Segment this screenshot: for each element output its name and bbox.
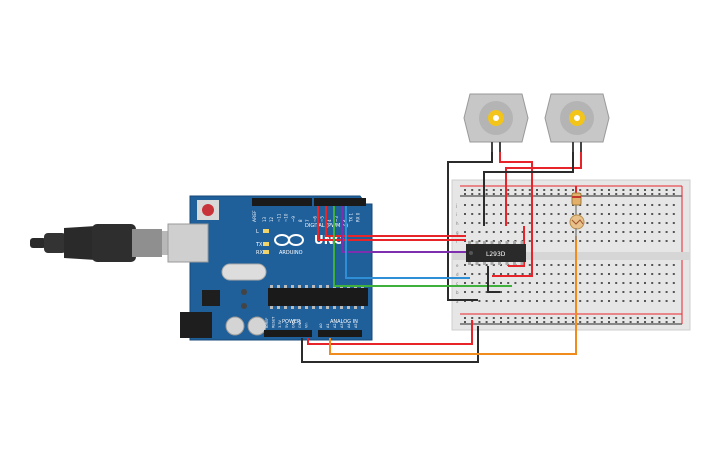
- power-label: POWER: [282, 319, 301, 325]
- power-pin-label: GND: [298, 320, 302, 328]
- row-label: f: [456, 239, 458, 244]
- power-pin-label: IOREF: [265, 318, 269, 328]
- power-pin-label: 5V: [285, 323, 289, 328]
- wire-d-purple[interactable]: [341, 206, 466, 253]
- digital-pin-label: ~11: [276, 213, 281, 222]
- wire-motor1-red[interactable]: [492, 152, 533, 277]
- motor-gear-2-icon: [569, 110, 585, 126]
- atmega-chip: [268, 288, 368, 306]
- analog-pin-label: A1: [326, 323, 330, 328]
- digital-pin-label: TX 1: [348, 213, 353, 223]
- row-label: j: [455, 203, 457, 208]
- l293d-chip[interactable]: L293D: [466, 241, 526, 265]
- dc-motor-1[interactable]: [463, 93, 529, 152]
- digital-pin-label: ~3: [334, 216, 339, 222]
- analog-pin-label: A5: [354, 323, 358, 328]
- dc-motor-2[interactable]: [544, 93, 610, 152]
- analog-pin-label: A0: [319, 323, 323, 328]
- digital-pin-label: 2: [341, 219, 346, 222]
- row-label: i: [456, 212, 457, 217]
- crystal: [221, 263, 267, 281]
- wires: [301, 152, 582, 363]
- digital-pin-label: ~10: [284, 213, 289, 222]
- voltage-regulator: [202, 290, 220, 306]
- digital-pin-label: 4: [327, 219, 332, 222]
- digital-pin-label: RX 0: [356, 212, 361, 222]
- wire-a0-orange[interactable]: [329, 236, 577, 355]
- wire-d-red-1[interactable]: [325, 206, 466, 237]
- wire-chip-black-1[interactable]: [487, 266, 500, 293]
- wire-motor1-black[interactable]: [447, 152, 493, 301]
- power-pin-label: 3.3V: [278, 319, 282, 328]
- wire-motor2-red[interactable]: [505, 152, 582, 226]
- row-label: b: [456, 290, 459, 295]
- led-rx-label: RX: [256, 250, 263, 256]
- digital-pin-label: 7: [305, 219, 310, 222]
- row-label: h: [456, 221, 459, 226]
- aref-label: AREF: [252, 210, 258, 222]
- resistor[interactable]: [571, 192, 582, 206]
- analog-pin-label: A3: [340, 323, 344, 328]
- photoresistor[interactable]: [569, 200, 585, 240]
- power-pin-label: Vin: [305, 322, 309, 328]
- power-pin-label: RESET: [272, 316, 276, 328]
- row-label: d: [456, 272, 459, 277]
- wire-red-enable[interactable]: [508, 226, 525, 267]
- power-header: [264, 330, 312, 337]
- usb-cable[interactable]: [30, 224, 174, 262]
- analog-label: ANALOG IN: [330, 319, 358, 325]
- power-jack: [180, 312, 212, 338]
- row-label: a: [456, 299, 459, 304]
- brand-label: ARDUINO: [279, 250, 303, 256]
- digital-pin-label: ~5: [320, 216, 325, 222]
- chip-label: L293D: [486, 251, 506, 258]
- power-pin-label: GND: [291, 320, 295, 328]
- wire-d-blue[interactable]: [345, 206, 470, 279]
- digital-pin-label: 13: [262, 216, 267, 222]
- wire-d-red-2[interactable]: [317, 206, 466, 241]
- row-label: c: [456, 281, 458, 286]
- motor-gear-1-icon: [488, 110, 504, 126]
- led-l-label: L: [256, 229, 259, 235]
- digital-pin-label: ~9: [291, 216, 296, 222]
- digital-pin-label: 8: [298, 219, 303, 222]
- wire-motor2-black[interactable]: [483, 152, 574, 226]
- wire-gnd-black[interactable]: [301, 326, 479, 363]
- row-label: g: [456, 230, 459, 235]
- analog-header: [318, 330, 362, 337]
- wire-5v-red[interactable]: [307, 320, 473, 345]
- row-label: e: [456, 263, 459, 268]
- digital-header: [252, 198, 366, 206]
- wire-d-green[interactable]: [333, 206, 512, 287]
- usb-connector: [167, 223, 209, 263]
- analog-pin-label: A4: [347, 323, 351, 328]
- analog-pin-label: A2: [333, 323, 337, 328]
- digital-pin-label: ~6: [312, 216, 317, 222]
- led-tx-label: TX: [255, 242, 263, 248]
- digital-pin-label: 12: [269, 216, 274, 222]
